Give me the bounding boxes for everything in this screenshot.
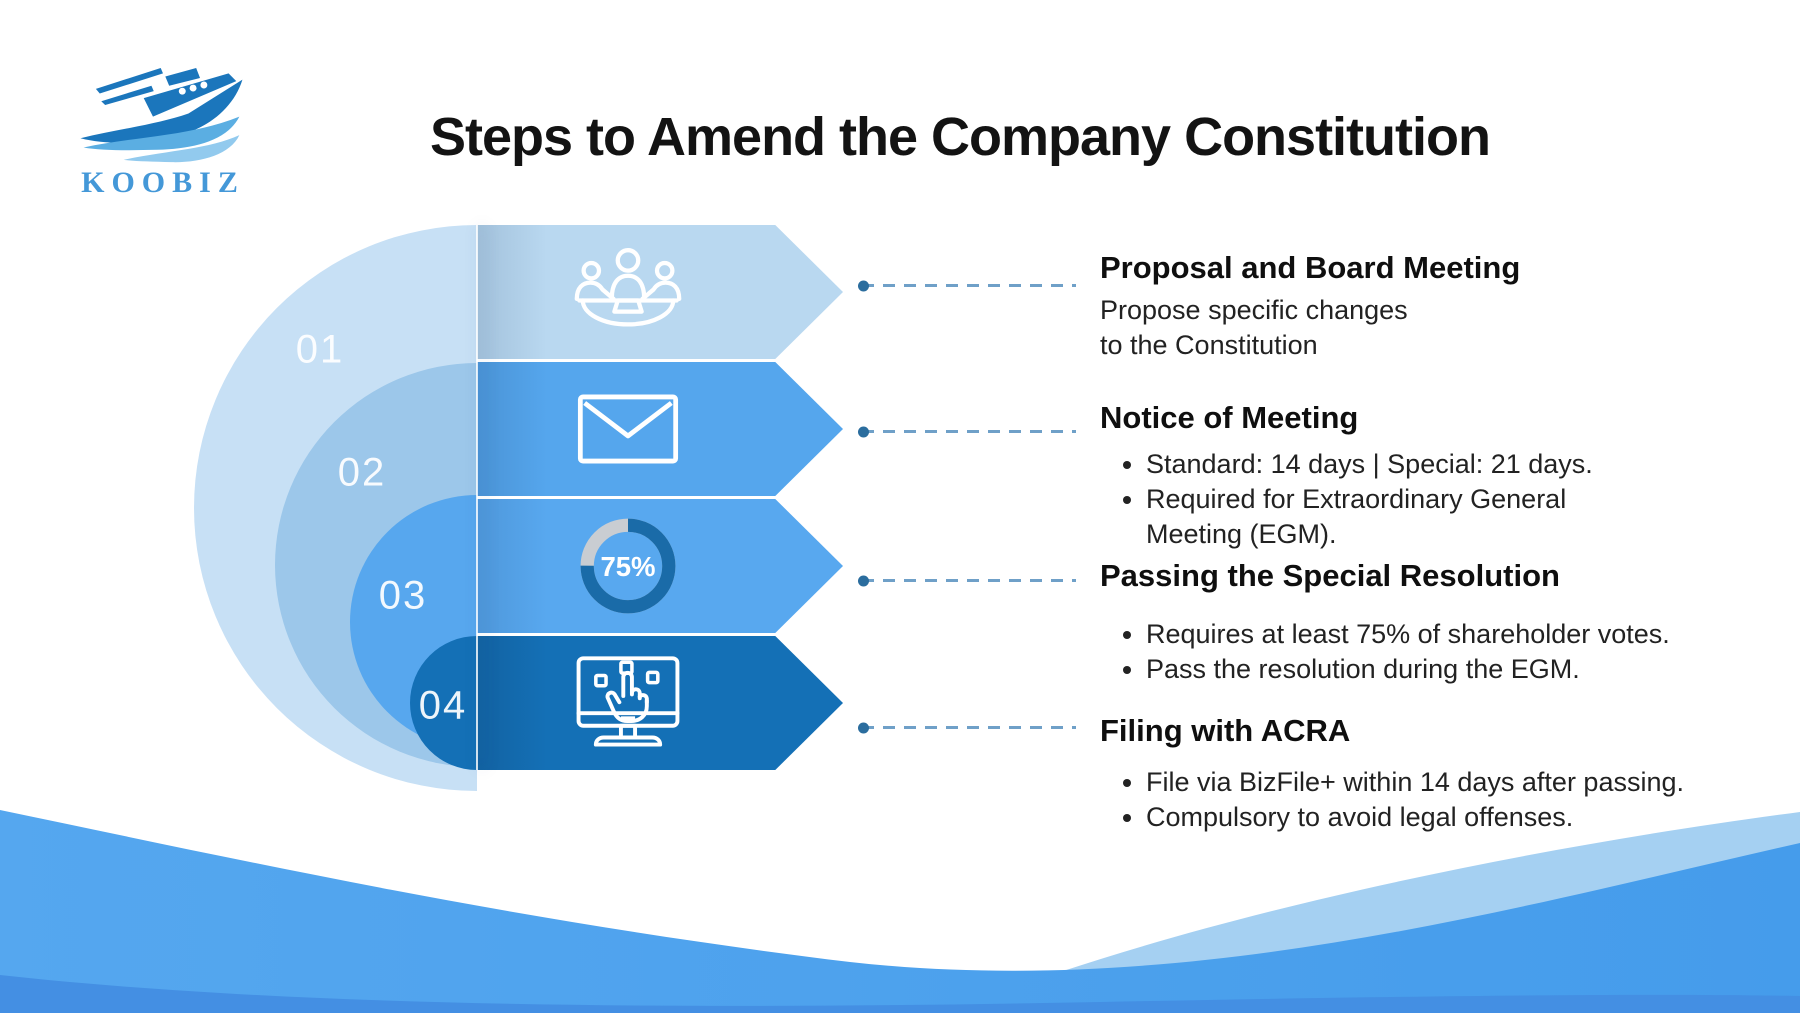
connector-dot	[858, 722, 869, 733]
donut-percent-label: 75%	[600, 551, 655, 582]
step-number-02: 02	[337, 450, 387, 495]
bullet-item: Required for Extraordinary General Meeti…	[1146, 482, 1706, 552]
nested-circles	[0, 0, 477, 1013]
ship-icon	[80, 68, 243, 163]
connector-dot	[858, 280, 869, 291]
step-3-bullets: Requires at least 75% of shareholder vot…	[1118, 617, 1706, 687]
step-2-bullets: Standard: 14 days | Special: 21 days. Re…	[1118, 447, 1706, 552]
step-number-04: 04	[418, 683, 468, 728]
banner-step-04	[477, 636, 843, 770]
step-4-bullets: File via BizFile+ within 14 days after p…	[1118, 765, 1706, 835]
connector-step-03	[858, 575, 1076, 586]
step-number-03: 03	[378, 573, 428, 618]
connector-step-01	[858, 280, 1076, 291]
step-3-heading: Passing the Special Resolution	[1100, 558, 1560, 593]
step-1-line-2: to the Constitution	[1100, 330, 1318, 360]
banner-step-02	[477, 362, 843, 496]
connector-dot	[858, 426, 869, 437]
company-logo	[48, 58, 278, 208]
step-2-heading: Notice of Meeting	[1100, 400, 1359, 435]
percent-donut-icon: 75%	[580, 518, 676, 614]
connector-dot	[858, 575, 869, 586]
connector-step-04	[858, 722, 1076, 733]
step-1-heading: Proposal and Board Meeting	[1100, 250, 1521, 285]
bullet-item: File via BizFile+ within 14 days after p…	[1146, 765, 1706, 800]
brand-name: KOOBIZ	[81, 166, 245, 199]
bullet-item: Compulsory to avoid legal offenses.	[1146, 800, 1706, 835]
bullet-item: Requires at least 75% of shareholder vot…	[1146, 617, 1706, 652]
bullet-item: Pass the resolution during the EGM.	[1146, 652, 1706, 687]
connector-step-02	[858, 426, 1076, 437]
page-title: Steps to Amend the Company Constitution	[430, 107, 1491, 167]
step-number-01: 01	[295, 327, 345, 372]
monitor-click-icon	[576, 656, 680, 747]
divider-line	[476, 225, 478, 770]
banner-step-03: 75%	[477, 499, 843, 633]
meeting-icon	[574, 248, 682, 327]
envelope-icon	[577, 394, 679, 464]
banner-step-01	[477, 225, 843, 359]
bullet-item: Standard: 14 days | Special: 21 days.	[1146, 447, 1706, 482]
step-1-line-1: Propose specific changes	[1100, 295, 1408, 325]
step-4-heading: Filing with ACRA	[1100, 713, 1351, 748]
